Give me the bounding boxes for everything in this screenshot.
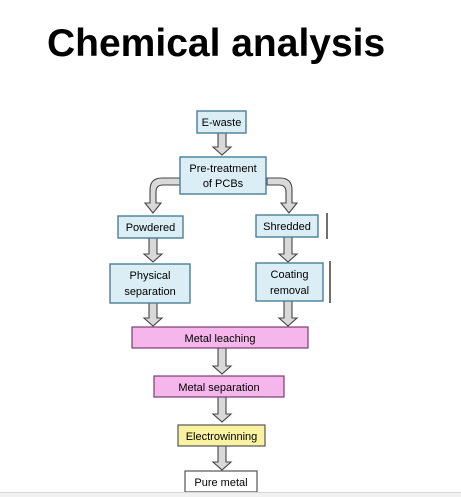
- arrow-ewaste-to-pretreatment: [211, 132, 233, 156]
- node-ewaste-box: [196, 110, 247, 134]
- node-pretreatment-label-line2: of PCBs: [203, 178, 244, 190]
- arrow-pretreatment-to-shredded: [266, 177, 299, 214]
- arrow-powdered-to-physical: [142, 237, 164, 263]
- node-physical-separation-line2: separation: [124, 286, 175, 298]
- node-coating-removal-line2: removal: [270, 285, 309, 297]
- node-physical-separation-box: [109, 263, 191, 304]
- node-physical-separation-line1: Physical: [130, 270, 171, 282]
- node-electrowinning-box: [177, 424, 266, 447]
- arrow-coating-to-leaching: [277, 300, 299, 327]
- node-ewaste-label: E-waste: [202, 117, 242, 129]
- node-coating-removal-box: [255, 262, 324, 302]
- node-metal-leaching-box: [131, 326, 309, 349]
- node-metal-separation-label: Metal separation: [178, 382, 259, 394]
- arrow-physical-to-leaching: [142, 302, 164, 327]
- arrow-leaching-to-separation: [211, 347, 233, 375]
- page-title: Chemical analysis: [47, 22, 386, 65]
- node-shredded-label: Shredded: [263, 221, 311, 233]
- arrow-pretreatment-to-powdered: [143, 177, 182, 214]
- node-pretreatment-label-line1: Pre-treatment: [189, 163, 256, 175]
- node-electrowinning-label: Electrowinning: [186, 431, 258, 443]
- node-powdered-label: Powdered: [126, 222, 176, 234]
- node-metal-separation-box: [153, 375, 285, 398]
- node-coating-removal-line1: Coating: [271, 269, 309, 281]
- arrow-separation-to-electrowinning: [211, 396, 233, 423]
- bottom-divider: [0, 492, 461, 497]
- node-pretreatment-box: [179, 156, 267, 195]
- node-shredded-box: [255, 214, 319, 238]
- arrow-shredded-to-coating: [277, 236, 299, 263]
- arrow-electrowinning-to-pure: [211, 445, 233, 471]
- node-powdered-box: [117, 215, 184, 239]
- node-pure-metal-label: Pure metal: [194, 477, 247, 489]
- node-metal-leaching-label: Metal leaching: [185, 333, 256, 345]
